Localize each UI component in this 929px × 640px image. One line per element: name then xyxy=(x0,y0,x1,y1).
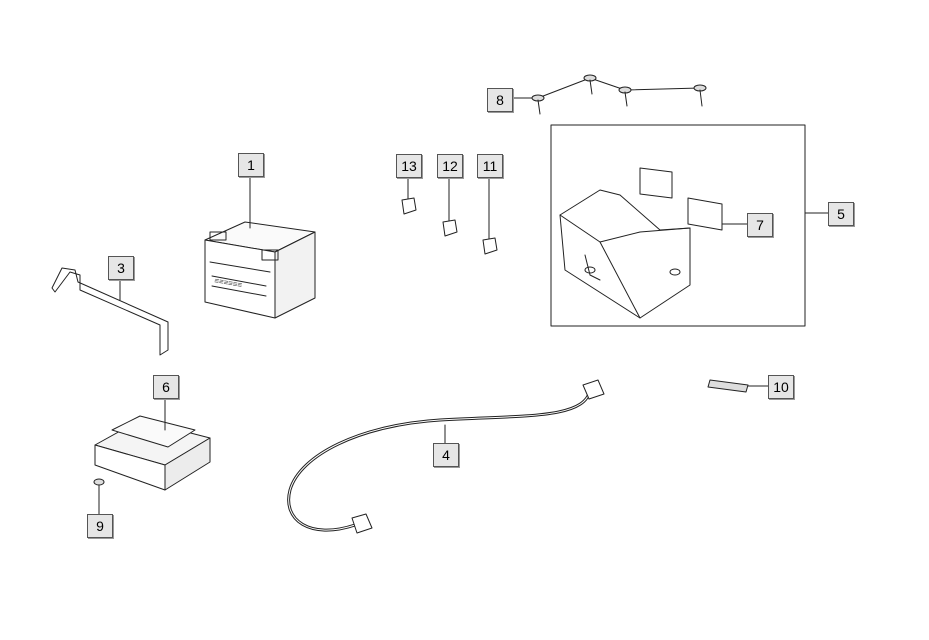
battery: ≡≡≡≡≡≡ xyxy=(205,175,315,318)
terminal-tab xyxy=(708,380,770,392)
fuses xyxy=(402,176,497,254)
callout-12: 12 xyxy=(437,154,463,178)
callout-11: 11 xyxy=(477,154,503,178)
callout-10: 10 xyxy=(768,375,794,399)
callout-1: 1 xyxy=(238,153,264,177)
bolt-c xyxy=(619,87,631,106)
bolt-b xyxy=(584,75,596,94)
callout-6: 6 xyxy=(153,375,179,399)
battery-band xyxy=(52,268,168,355)
bolt-d xyxy=(694,85,706,106)
bolts xyxy=(512,75,706,114)
callout-4: 4 xyxy=(433,443,459,467)
callout-8: 8 xyxy=(487,88,513,112)
battery-cover xyxy=(95,400,210,490)
battery-cable xyxy=(289,380,604,533)
callout-13: 13 xyxy=(396,154,422,178)
callout-7: 7 xyxy=(747,213,773,237)
bolt-a xyxy=(532,95,544,114)
callout-9: 9 xyxy=(87,514,113,538)
battery-box-assembly xyxy=(551,125,830,326)
callout-5: 5 xyxy=(828,202,854,226)
callout-3: 3 xyxy=(108,256,134,280)
screw xyxy=(94,479,104,515)
